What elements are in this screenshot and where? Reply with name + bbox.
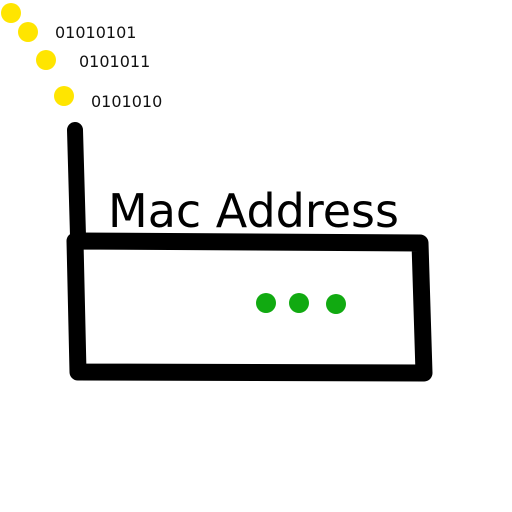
status-light xyxy=(256,293,276,313)
signal-dots-icon xyxy=(1,3,74,106)
status-lights-icon xyxy=(256,293,346,314)
binary-text-1: 01010101 xyxy=(55,23,136,42)
signal-dot xyxy=(1,3,21,23)
status-light xyxy=(289,293,309,313)
signal-dot xyxy=(18,22,38,42)
binary-text-2: 0101011 xyxy=(79,52,150,71)
router-icon xyxy=(66,232,433,382)
binary-text-3: 0101010 xyxy=(91,92,162,111)
antenna-icon xyxy=(67,122,86,244)
signal-dot xyxy=(36,50,56,70)
signal-dot xyxy=(54,86,74,106)
title-text: Mac Address xyxy=(108,184,399,238)
status-light xyxy=(326,294,346,314)
